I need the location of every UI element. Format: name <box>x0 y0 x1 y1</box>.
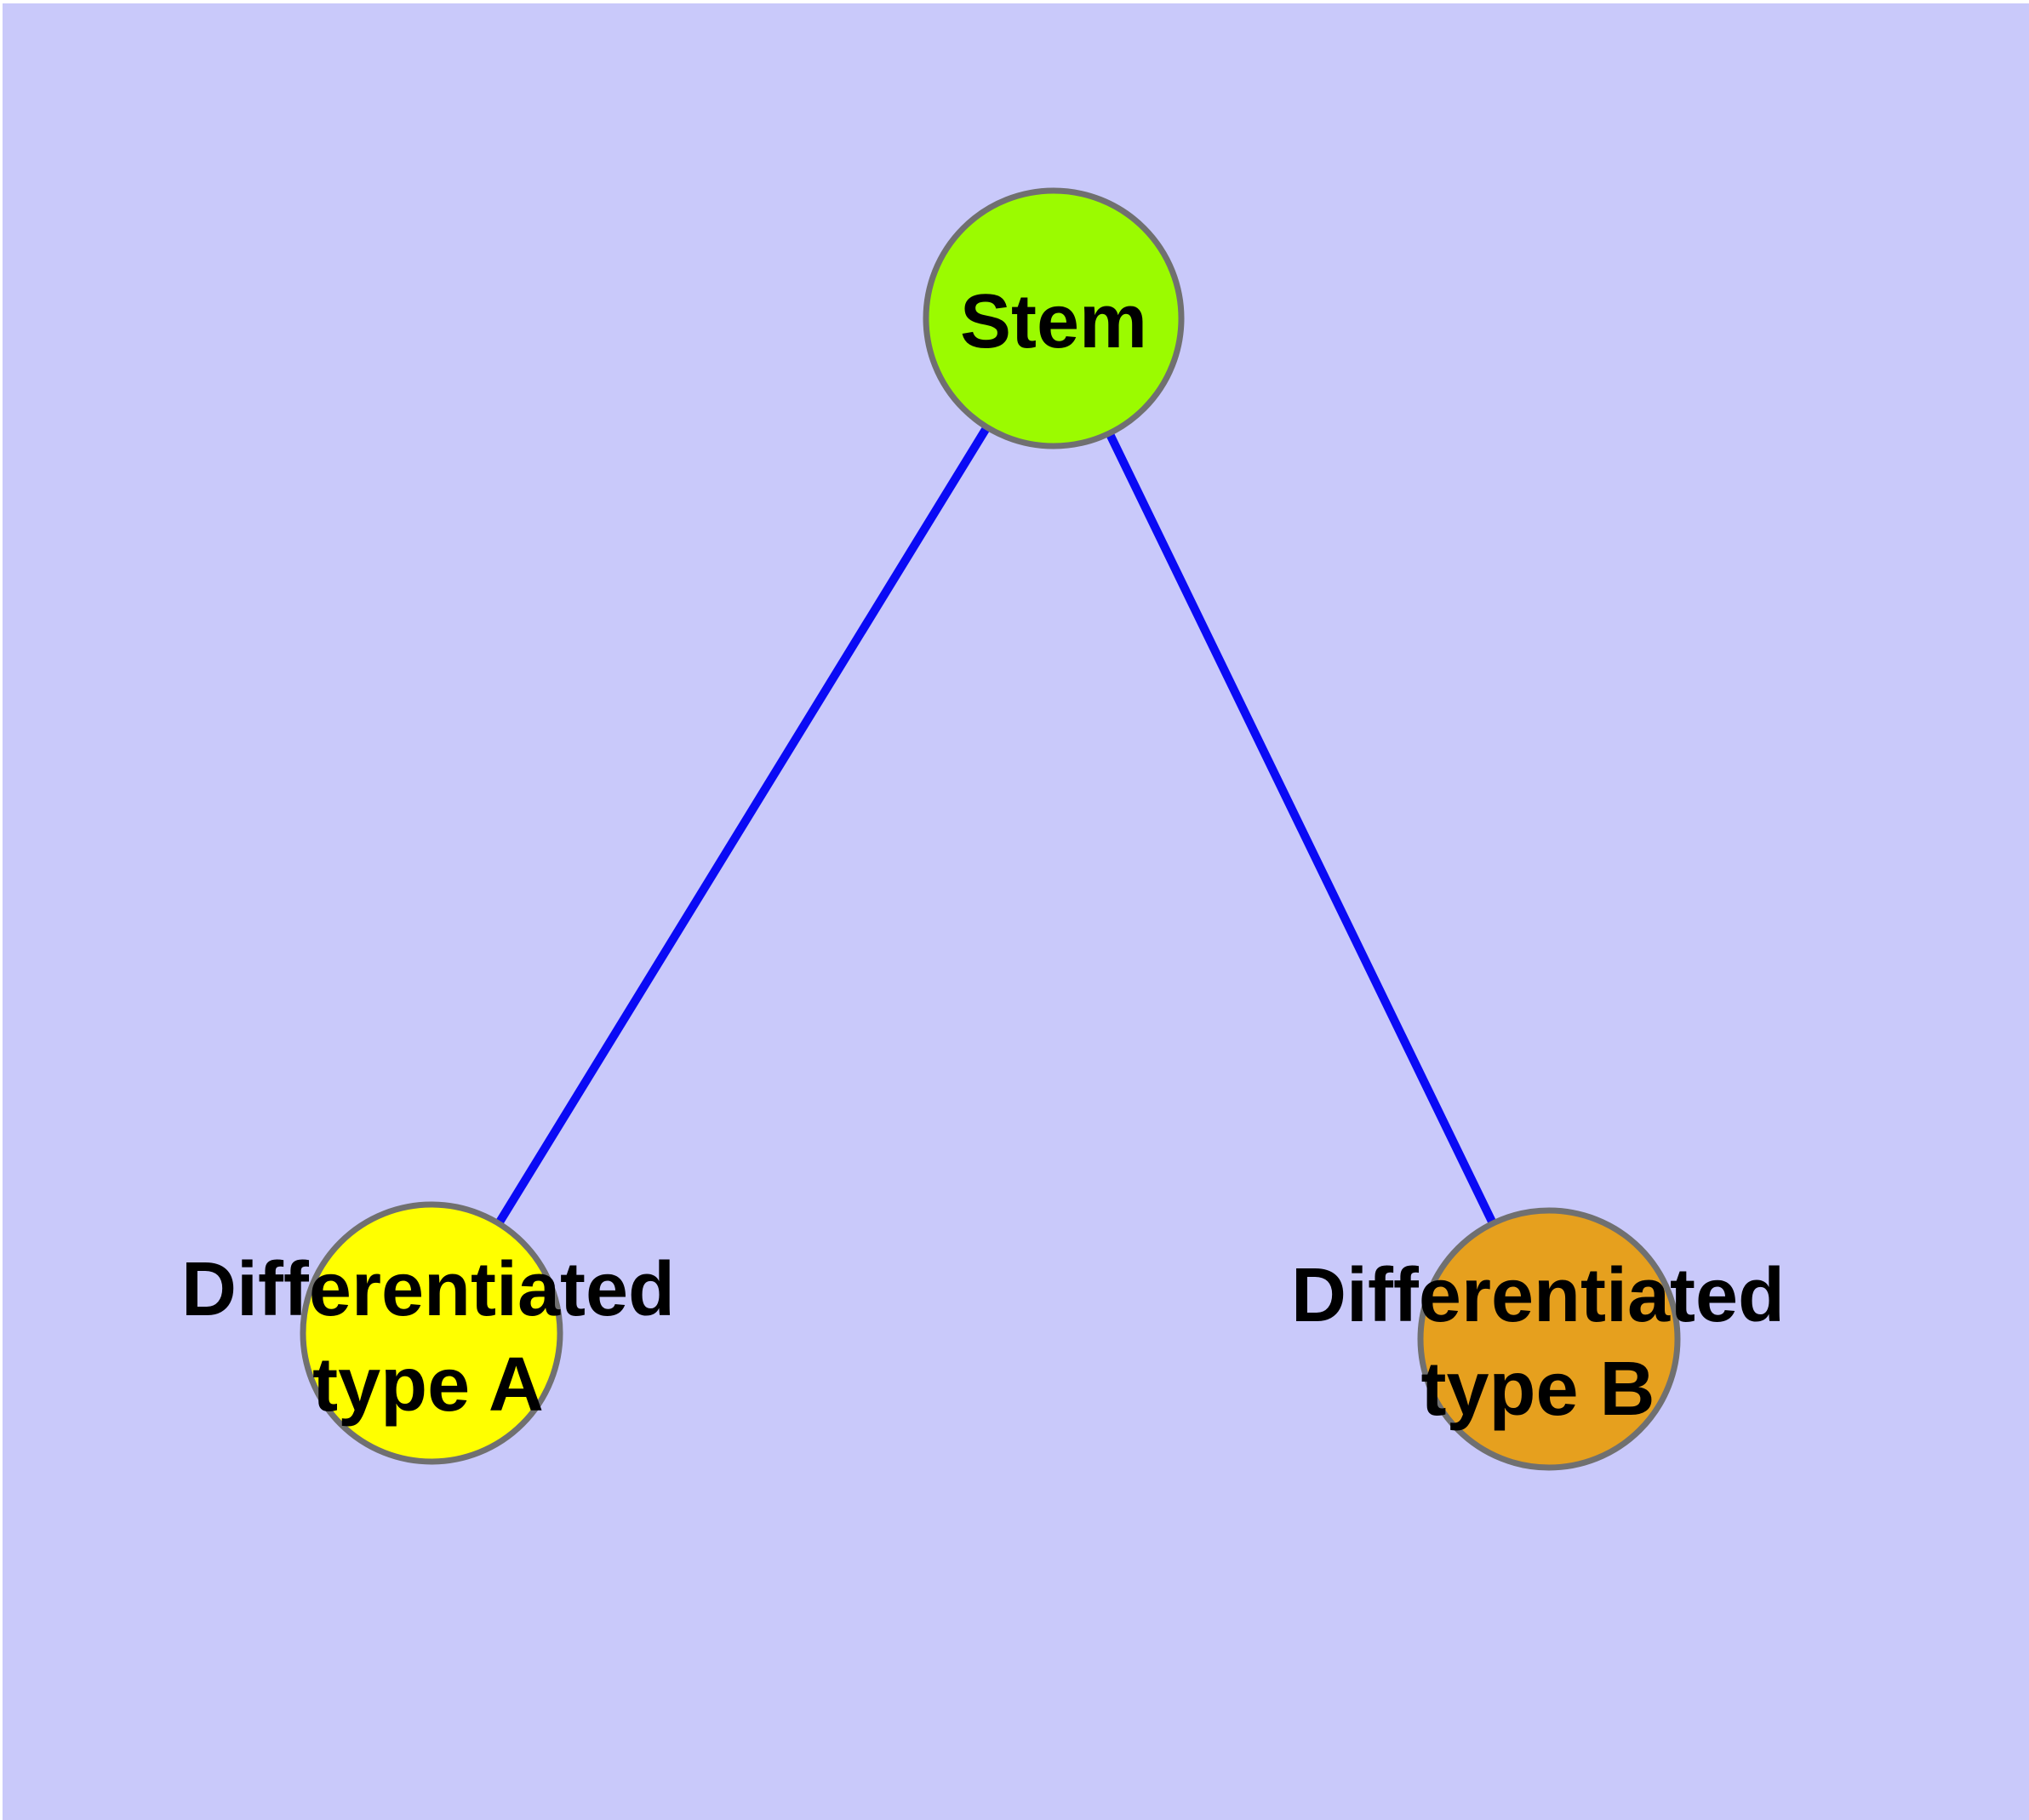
label-layer: Stem Differentiated type A Differentiate… <box>181 279 1785 1432</box>
node-label-type-b-line1: Differentiated <box>1291 1253 1785 1338</box>
node-label-type-a-line1: Differentiated <box>181 1247 675 1332</box>
edge-layer <box>427 316 1553 1342</box>
node-label-type-b-line2: type B <box>1420 1347 1655 1432</box>
node-differentiated-type-b <box>1417 1207 1681 1471</box>
node-stem <box>923 187 1185 449</box>
node-label-stem: Stem <box>960 279 1147 364</box>
node-label-type-a-line2: type A <box>312 1342 544 1428</box>
node-differentiated-type-a <box>300 1201 563 1465</box>
edge-stem-to-type-b <box>1049 316 1553 1342</box>
edge-stem-to-type-a <box>427 316 1058 1336</box>
node-layer <box>300 187 1681 1471</box>
